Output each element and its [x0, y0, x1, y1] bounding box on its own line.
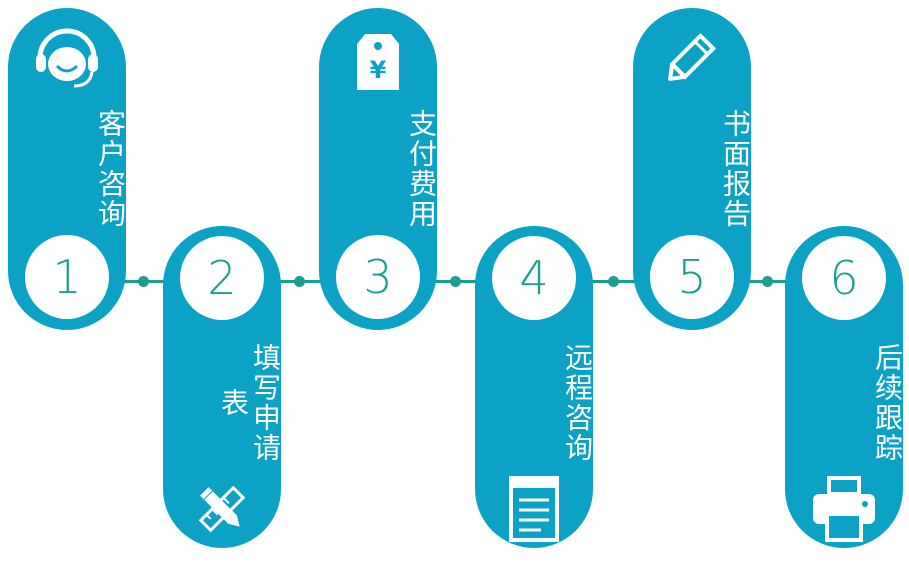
step-4-pill: 4 远程咨询: [475, 226, 594, 548]
step-3-label: 支付费用: [405, 109, 438, 229]
step-6-number: 6: [802, 236, 886, 320]
price-tag-icon: ¥: [341, 20, 415, 94]
step-5-number: 5: [650, 235, 734, 319]
headset-icon: [30, 20, 104, 94]
step-5-pill: 书面报告 5: [633, 8, 752, 330]
step-2-pill: 2 填写申请表: [163, 226, 282, 548]
connector-dot: [138, 276, 149, 287]
connector-dot: [608, 276, 619, 287]
step-2-label: 填写申请表: [217, 343, 282, 463]
pencil-ruler-icon: [185, 472, 259, 546]
timeline-connector: [120, 280, 810, 283]
connector-dot: [294, 276, 305, 287]
step-3-number: 3: [336, 235, 420, 319]
document-icon: [497, 472, 571, 546]
step-1-number: 1: [25, 235, 109, 319]
connector-dot: [450, 276, 461, 287]
step-6-label: 后续跟踪: [871, 343, 904, 463]
step-5-label: 书面报告: [719, 109, 752, 229]
svg-text:¥: ¥: [370, 56, 387, 84]
step-3-pill: ¥ 支付费用 3: [319, 8, 438, 330]
step-2-number: 2: [180, 236, 264, 320]
step-6-pill: 6 后续跟踪: [785, 226, 904, 548]
printer-icon: [807, 472, 881, 546]
step-1-label: 客户咨询: [94, 109, 127, 229]
step-4-label: 远程咨询: [561, 343, 594, 463]
pencil-icon: [655, 20, 729, 94]
step-4-number: 4: [492, 236, 576, 320]
connector-dot: [762, 276, 773, 287]
step-1-pill: 客户咨询 1: [8, 8, 127, 330]
